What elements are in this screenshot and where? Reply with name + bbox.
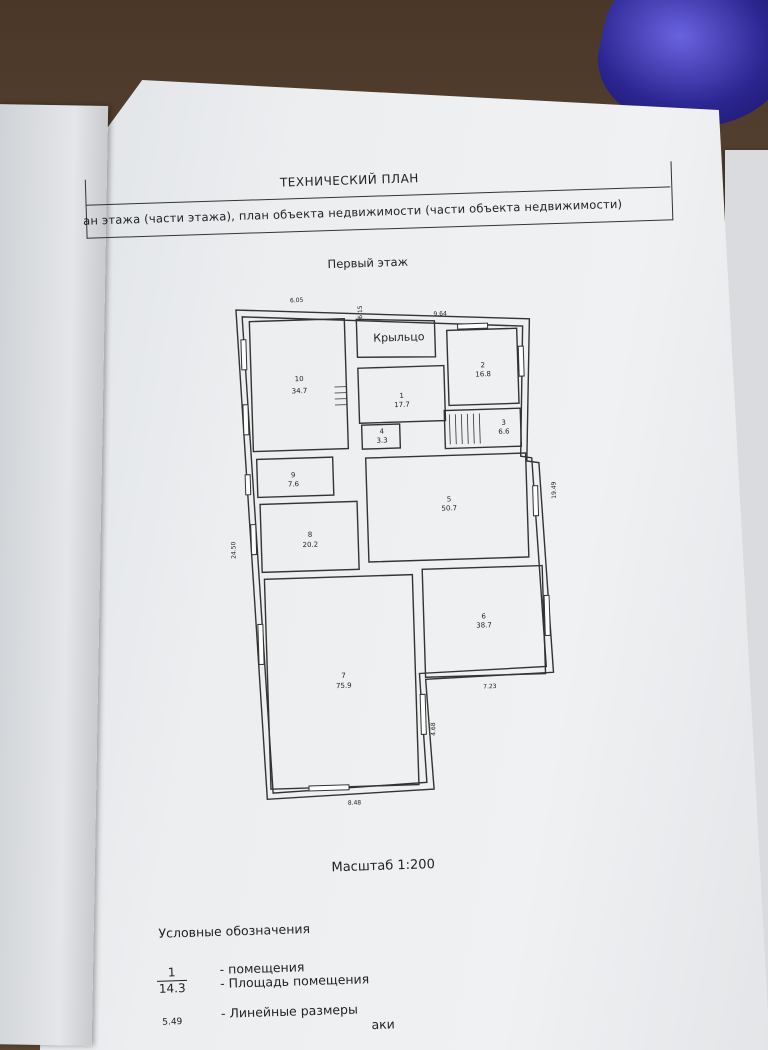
stair-line	[461, 414, 462, 444]
dimension-left-total: 24.50	[230, 541, 238, 559]
stair-line	[449, 414, 450, 444]
window	[518, 346, 524, 376]
room-area: 20.2	[302, 541, 318, 549]
room-number: 3	[501, 419, 506, 427]
room-area: 3.3	[376, 436, 387, 444]
room-area: 16.8	[475, 370, 491, 378]
legend-room-fraction: 1 14.3	[157, 965, 188, 997]
legend-room-number-example: 1	[157, 965, 187, 982]
room-number: 5	[447, 495, 452, 503]
room-number: 8	[308, 531, 313, 539]
window	[309, 785, 349, 791]
legend-room-area-example: 14.3	[157, 981, 187, 997]
window	[241, 340, 247, 370]
room-area: 75.9	[336, 682, 352, 690]
outer-wall	[236, 300, 557, 799]
room-10-outline	[249, 319, 348, 452]
window	[243, 405, 249, 435]
room-area: 50.7	[441, 504, 457, 512]
stair-line	[479, 413, 480, 443]
room-area: 34.7	[292, 387, 308, 395]
room-number: 1	[399, 392, 404, 400]
legend-dimension-example: 5.49	[162, 1017, 182, 1028]
room-number: 6	[481, 612, 486, 620]
stair-line	[455, 414, 456, 444]
dimension-bottom-left: 8.48	[348, 799, 362, 806]
inner-wall-outline	[242, 308, 550, 794]
room-number: 9	[291, 471, 296, 479]
window	[251, 525, 257, 555]
window	[245, 475, 251, 495]
room-number: 10	[295, 375, 304, 383]
dimension-top-total: 9.64	[433, 310, 447, 317]
room-number: 2	[480, 361, 485, 369]
window	[420, 694, 426, 734]
stair-line	[473, 414, 474, 444]
room-area: 17.7	[394, 401, 410, 409]
window	[533, 486, 539, 516]
room-area: 7.6	[288, 480, 300, 488]
porch-label: Крыльцо	[373, 330, 425, 345]
dimension-right-total: 19.49	[550, 481, 558, 499]
room-area: 6.6	[498, 428, 510, 436]
dimension-top-left: 6.05	[290, 297, 304, 304]
window	[544, 595, 550, 635]
dimension-bottom-right: 7.23	[483, 683, 497, 690]
legend-cut-text: аки	[371, 1016, 395, 1032]
room-number: 7	[341, 672, 346, 680]
dimension-room7-right: 4.68	[430, 722, 437, 736]
room-number: 4	[379, 427, 384, 435]
room-area: 38.7	[476, 621, 492, 629]
dimension-porch: 6.15	[357, 305, 364, 319]
window	[458, 323, 488, 329]
stair-line	[467, 414, 468, 444]
window	[258, 624, 264, 664]
